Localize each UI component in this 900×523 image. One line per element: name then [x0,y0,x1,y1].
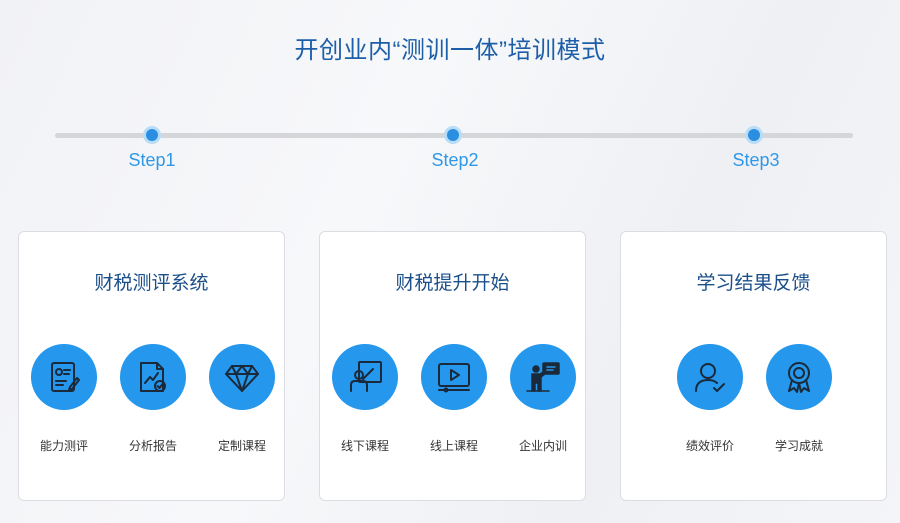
item-label: 企业内训 [518,439,567,453]
assessment-form-icon [31,344,97,410]
item-label: 定制课程 [217,439,266,453]
step3-dot [748,129,760,141]
item-label: 绩效评价 [685,439,734,453]
step2-dot [447,129,459,141]
card-title: 财税提升开始 [395,273,510,294]
item-analysis-report[interactable]: 分析报告 [108,344,198,454]
item-online-course[interactable]: 线上课程 [409,344,499,454]
item-custom-course[interactable]: 定制课程 [197,344,287,454]
card-title: 财税测评系统 [94,273,209,294]
step1-dot [146,129,158,141]
item-label: 线下课程 [340,439,389,453]
card-title: 学习结果反馈 [696,273,811,294]
item-ability-assessment[interactable]: 能力测评 [19,344,109,454]
step2-label: Step2 [431,150,479,170]
item-label: 学习成就 [774,439,823,453]
item-label: 能力测评 [39,439,88,453]
presentation-icon [510,344,576,410]
card-assessment-system: 财税测评系统 能力测评 分析报告 [18,231,285,501]
user-check-icon [677,344,743,410]
item-label: 线上课程 [429,439,478,453]
item-performance-evaluation[interactable]: 绩效评价 [665,344,755,454]
analysis-report-icon [120,344,186,410]
diamond-icon [209,344,275,410]
card-improvement-start: 财税提升开始 线下课程 线上课程 [319,231,586,501]
item-label: 分析报告 [128,439,177,453]
item-corporate-training[interactable]: 企业内训 [498,344,588,454]
classroom-teacher-icon [332,344,398,410]
item-learning-achievement[interactable]: 学习成就 [754,344,844,454]
card-learning-feedback: 学习结果反馈 绩效评价 学习成就 [620,231,887,501]
page-title: 开创业内“测训一体”培训模式 [294,37,606,64]
step1-label: Step1 [128,150,176,170]
item-offline-course[interactable]: 线下课程 [320,344,410,454]
step3-label: Step3 [732,150,780,170]
video-play-icon [421,344,487,410]
award-medal-icon [766,344,832,410]
